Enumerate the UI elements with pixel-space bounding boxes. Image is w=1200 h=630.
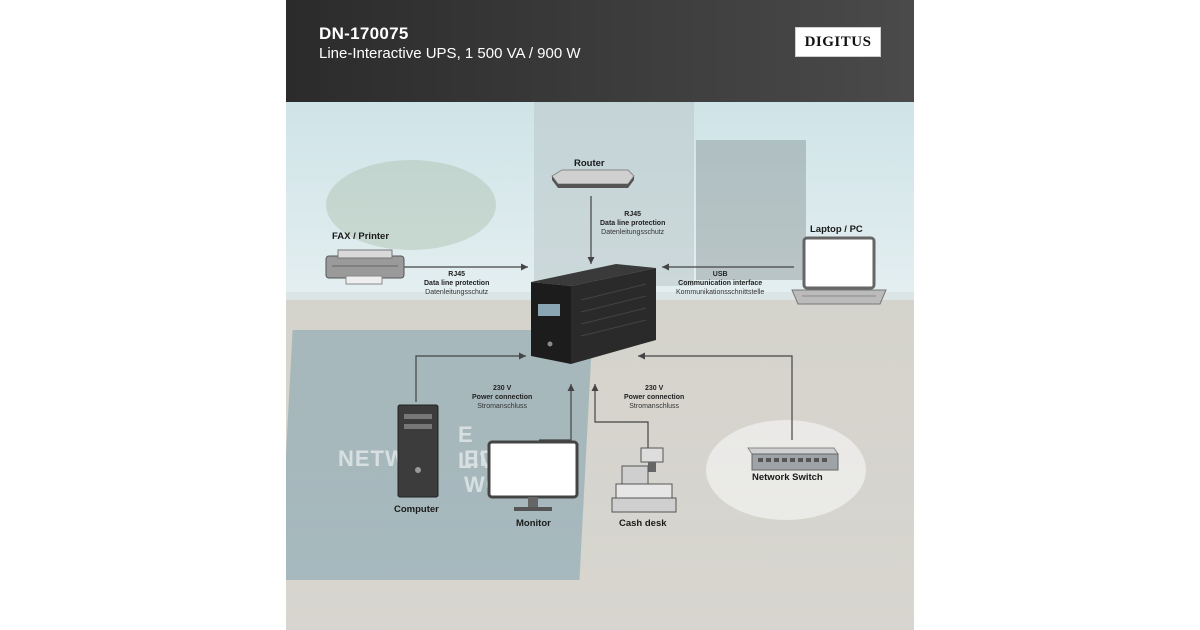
usb-connection-note: USB Communication interface Kommunikatio…: [676, 270, 764, 297]
laptop-icon: [791, 236, 887, 305]
power-left-title: Power connection: [472, 394, 533, 401]
background-plant: [326, 160, 496, 250]
background-ups: [696, 140, 806, 280]
fax-connection-desc: Datenleitungsschutz: [425, 289, 489, 296]
usb-connection-type: USB: [712, 271, 728, 278]
brand-logo: DIGITUS: [795, 27, 881, 57]
arrow-network-switch: [638, 352, 793, 440]
product-diagram-card: E LIVE NETW ED WO DN-170075 Line-Interac…: [286, 0, 914, 630]
header-bar: DN-170075 Line-Interactive UPS, 1 500 VA…: [286, 0, 914, 102]
power-left-type: 230 V: [493, 385, 512, 392]
cash-desk-icon: [611, 447, 677, 513]
ups-device-icon: [531, 264, 656, 364]
fax-connection-title: Data line protection: [424, 280, 490, 287]
product-subtitle: Line-Interactive UPS, 1 500 VA / 900 W: [319, 45, 581, 62]
arrow-monitor: [539, 384, 575, 441]
router-connection-title: Data line protection: [600, 220, 666, 227]
monitor-icon: [487, 440, 579, 511]
brand-name: DIGITUS: [804, 33, 872, 50]
arrow-computer: [415, 352, 526, 402]
background-server-rack: [534, 96, 694, 286]
usb-connection-desc: Kommunikationsschnittstelle: [676, 289, 765, 296]
network-switch-icon: [747, 447, 839, 471]
computer-tower-icon: [397, 404, 439, 498]
power-right-connection-note: 230 V Power connection Stromanschluss: [624, 384, 684, 411]
router-connection-note: RJ45 Data line protection Datenleitungss…: [600, 210, 665, 237]
background-word-2: NETW: [338, 446, 407, 471]
label-router: Router: [574, 158, 605, 169]
router-connection-desc: Datenleitungsschutz: [601, 229, 665, 236]
connection-arrows: [404, 196, 794, 452]
power-left-desc: Stromanschluss: [477, 403, 528, 410]
label-computer: Computer: [394, 504, 439, 515]
power-left-connection-note: 230 V Power connection Stromanschluss: [472, 384, 532, 411]
label-cash-desk: Cash desk: [619, 518, 667, 529]
product-model: DN-170075: [319, 24, 409, 43]
router-connection-type: RJ45: [624, 211, 642, 218]
usb-connection-title: Communication interface: [678, 280, 763, 287]
label-monitor: Monitor: [516, 518, 551, 529]
diagram-graphics: [325, 169, 887, 513]
power-right-title: Power connection: [624, 394, 685, 401]
label-network-switch: Network Switch: [752, 472, 823, 483]
fax-connection-type: RJ45: [448, 271, 466, 278]
power-right-desc: Stromanschluss: [629, 403, 680, 410]
arrow-cash-desk: [591, 384, 649, 452]
power-right-type: 230 V: [645, 385, 664, 392]
fax-printer-icon: [325, 249, 405, 285]
router-icon: [551, 169, 635, 188]
label-fax-printer: FAX / Printer: [332, 231, 390, 242]
label-laptop-pc: Laptop / PC: [810, 224, 863, 235]
fax-connection-note: RJ45 Data line protection Datenleitungss…: [424, 270, 489, 297]
